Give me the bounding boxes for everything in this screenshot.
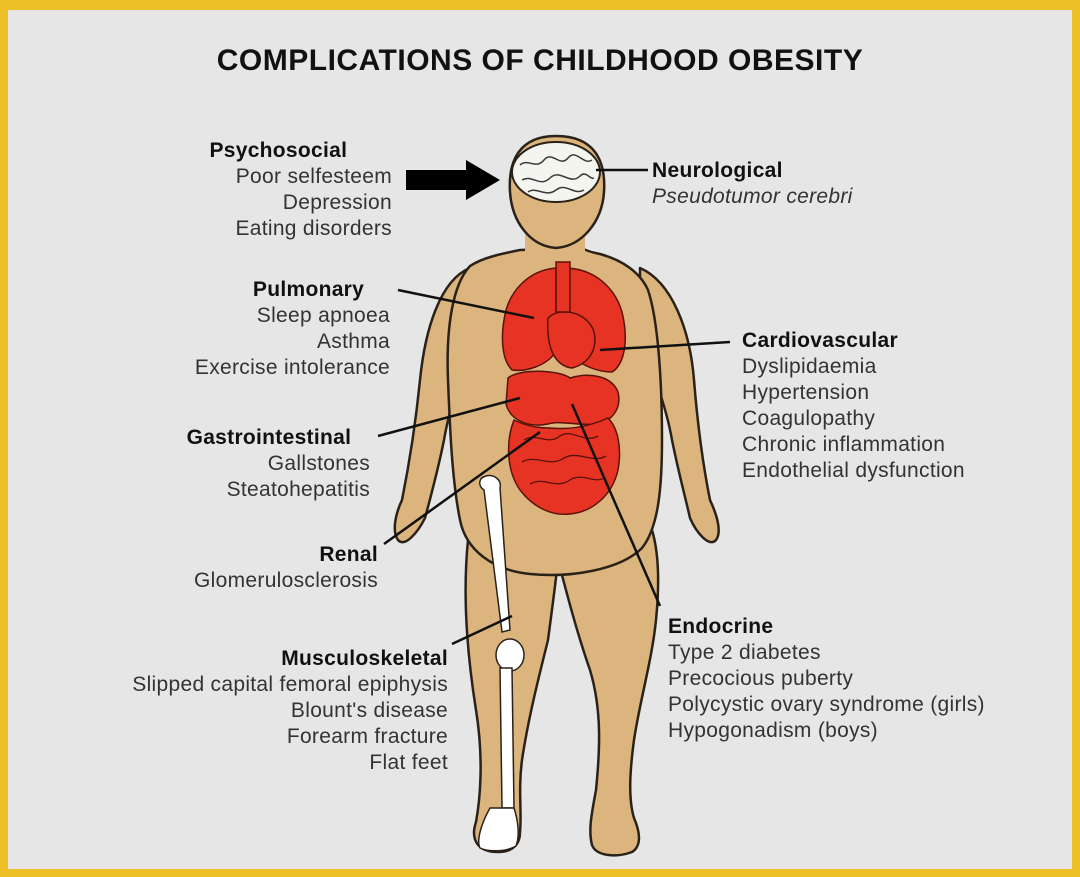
renal-item: Glomerulosclerosis bbox=[194, 568, 378, 594]
gastrointestinal-group: Gastrointestinal Gallstones Steatohepati… bbox=[227, 425, 370, 503]
gastrointestinal-heading: Gastrointestinal bbox=[187, 425, 370, 451]
musculoskeletal-group: Musculoskeletal Slipped capital femoral … bbox=[131, 646, 448, 776]
endocrine-item: Type 2 diabetes bbox=[668, 640, 985, 666]
endocrine-item: Hypogonadism (boys) bbox=[668, 718, 985, 744]
neurological-heading: Neurological bbox=[652, 158, 853, 184]
renal-heading: Renal bbox=[194, 542, 378, 568]
cardiovascular-item: Dyslipidaemia bbox=[742, 354, 965, 380]
diagram-title: COMPLICATIONS OF CHILDHOOD OBESITY bbox=[0, 44, 1080, 78]
arrow-to-brain-icon bbox=[406, 160, 500, 200]
musculoskeletal-item: Slipped capital femoral epiphysis bbox=[131, 672, 448, 698]
neurological-item: Pseudotumor cerebri bbox=[652, 184, 853, 210]
endocrine-heading: Endocrine bbox=[668, 614, 985, 640]
musculoskeletal-item: Flat feet bbox=[131, 750, 448, 776]
kneecap bbox=[496, 639, 524, 671]
cardiovascular-heading: Cardiovascular bbox=[742, 328, 965, 354]
gastrointestinal-item: Steatohepatitis bbox=[227, 477, 370, 503]
musculoskeletal-item: Forearm fracture bbox=[131, 724, 448, 750]
pulmonary-heading: Pulmonary bbox=[253, 277, 390, 303]
cardiovascular-group: Cardiovascular Dyslipidaemia Hypertensio… bbox=[742, 328, 965, 484]
cardiovascular-item: Hypertension bbox=[742, 380, 965, 406]
internal-organs bbox=[502, 262, 625, 514]
endocrine-item: Polycystic ovary syndrome (girls) bbox=[668, 692, 985, 718]
cardiovascular-item: Endothelial dysfunction bbox=[742, 458, 965, 484]
musculoskeletal-heading: Musculoskeletal bbox=[281, 646, 448, 672]
pulmonary-group: Pulmonary Sleep apnoea Asthma Exercise i… bbox=[195, 277, 390, 381]
tibia bbox=[500, 668, 514, 808]
cardiovascular-item: Coagulopathy bbox=[742, 406, 965, 432]
trachea bbox=[556, 262, 570, 312]
cardiovascular-item: Chronic inflammation bbox=[742, 432, 965, 458]
psychosocial-item: Eating disorders bbox=[235, 216, 392, 242]
pulmonary-item: Exercise intolerance bbox=[195, 355, 390, 381]
pulmonary-item: Sleep apnoea bbox=[195, 303, 390, 329]
endocrine-group: Endocrine Type 2 diabetes Precocious pub… bbox=[668, 614, 985, 744]
renal-group: Renal Glomerulosclerosis bbox=[194, 542, 378, 594]
liver-stomach bbox=[506, 371, 619, 425]
psychosocial-heading: Psychosocial bbox=[209, 138, 392, 164]
psychosocial-item: Poor selfesteem bbox=[235, 164, 392, 190]
endocrine-item: Precocious puberty bbox=[668, 666, 985, 692]
psychosocial-item: Depression bbox=[235, 190, 392, 216]
right-leg bbox=[558, 530, 658, 855]
gastrointestinal-item: Gallstones bbox=[227, 451, 370, 477]
neurological-group: Neurological Pseudotumor cerebri bbox=[652, 158, 853, 210]
musculoskeletal-item: Blount's disease bbox=[131, 698, 448, 724]
psychosocial-group: Psychosocial Poor selfesteem Depression … bbox=[235, 138, 392, 242]
pulmonary-item: Asthma bbox=[195, 329, 390, 355]
brain-illustration bbox=[512, 142, 600, 202]
